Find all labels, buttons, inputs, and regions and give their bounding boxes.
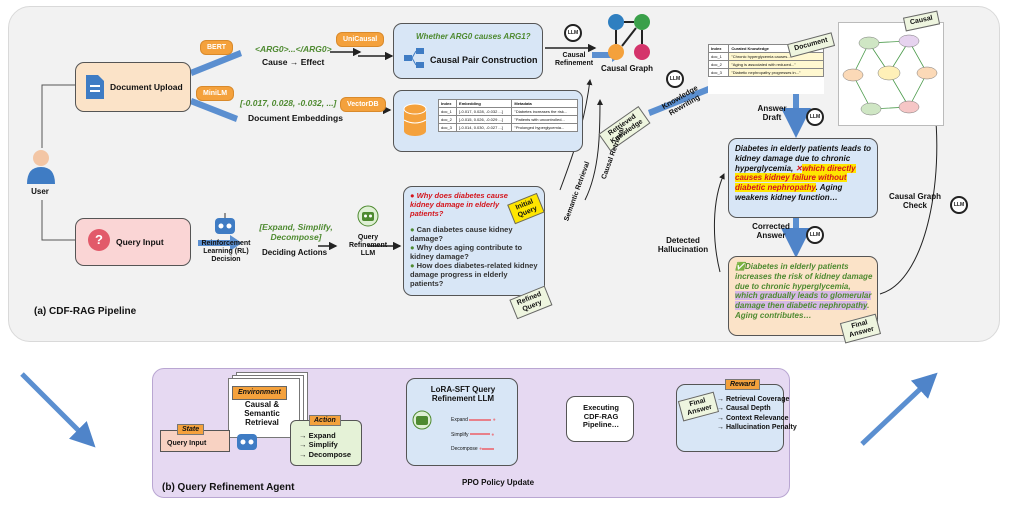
executing-label: Executing CDF-RAG Pipeline… bbox=[582, 403, 620, 430]
database-icon bbox=[403, 103, 427, 136]
table-row: doc_1[-0.017, 0.028, -0.032 ...]"Diabete… bbox=[437, 107, 578, 116]
bert-badge: BERT bbox=[200, 40, 234, 55]
pipeline-title: (a) CDF-RAG Pipeline bbox=[34, 306, 137, 317]
final-answer-box: ✅Diabetes in elderly patients increases … bbox=[728, 256, 878, 336]
causal-pair-label: Causal Pair Construction bbox=[430, 55, 538, 65]
causal-pair-box: Whether ARG0 causes ARG1? Causal Pair Co… bbox=[393, 23, 543, 79]
decompose-bar: Decompose ● bbox=[451, 442, 496, 457]
list-item: → Simplify bbox=[299, 440, 338, 450]
question-icon: ? bbox=[88, 229, 110, 251]
list-item: ● Why does aging contribute to kidney da… bbox=[410, 243, 523, 261]
action-bars: Expand ● Simplify ● Decompose ● bbox=[451, 413, 496, 457]
list-item: → Hallucination Penalty bbox=[717, 424, 797, 432]
expand-bar: Expand ● bbox=[451, 417, 496, 423]
deciding-actions-label: Deciding Actions bbox=[262, 248, 328, 257]
causal-graph-panel bbox=[838, 22, 944, 126]
action-box: Action → Expand → Simplify → Decompose bbox=[290, 415, 362, 466]
vectordb-badge: VectorDB bbox=[340, 97, 386, 112]
document-embeddings-label: Document Embeddings bbox=[248, 113, 343, 123]
list-item: ● How does diabetes-related kidney damag… bbox=[410, 261, 538, 288]
llm-icon: LLM bbox=[806, 226, 824, 244]
table-row: doc_3"Diabetic nephropathy progresses in… bbox=[707, 68, 824, 77]
graph-drawing bbox=[842, 34, 938, 116]
causal-refinement-label: Causal Refinement bbox=[554, 52, 594, 68]
blue-arrows bbox=[190, 48, 710, 251]
reward-tag: Reward bbox=[725, 379, 761, 390]
action-tag: Action bbox=[309, 415, 341, 426]
draft-answer-text: Diabetes in elderly patients leads to ki… bbox=[735, 144, 872, 202]
document-upload-label: Document Upload bbox=[110, 82, 183, 92]
lora-robot-icon bbox=[412, 410, 432, 430]
actions-text: [Expand, Simplify, Decompose] bbox=[259, 222, 333, 242]
environment-text: Causal & Semantic Retrieval bbox=[244, 400, 280, 428]
user-icon bbox=[24, 148, 58, 184]
whether-question: Whether ARG0 causes ARG1? bbox=[416, 32, 531, 41]
table-row: doc_2[-0.015, 0.026, -0.029 ...]"Patient… bbox=[437, 115, 578, 124]
list-item: → Retrieval Coverage bbox=[717, 396, 790, 403]
rl-decision-label: Reinforcement Learning (RL) Decision bbox=[201, 240, 251, 264]
llm-icon: LLM bbox=[666, 70, 684, 88]
state-text: Query Input bbox=[167, 440, 207, 447]
reward-box: Reward → Retrieval Coverage → Causal Dep… bbox=[676, 379, 797, 452]
embedding-values: [-0.017, 0.028, -0.032, ...] bbox=[240, 98, 337, 108]
detected-hallucination-label: Detected Hallucination bbox=[657, 236, 709, 255]
causal-graph-icon bbox=[608, 14, 650, 60]
corrected-answer-label: Corrected Answer bbox=[752, 222, 790, 241]
list-item: → Expand bbox=[299, 431, 336, 440]
agent-robot-icon bbox=[237, 434, 257, 450]
refined-questions: ● Can diabetes cause kidney damage? ● Wh… bbox=[410, 225, 540, 288]
answer-draft-box: Diabetes in elderly patients leads to ki… bbox=[728, 138, 878, 218]
query-input-label: Query Input bbox=[116, 237, 164, 247]
table-row: doc_3[-0.014, 0.030, -0.027 ...]"Prolong… bbox=[437, 123, 578, 132]
list-item: ● Can diabetes cause kidney damage? bbox=[410, 225, 513, 243]
executing-box: Executing CDF-RAG Pipeline… bbox=[566, 396, 634, 442]
environment-tag: Environment bbox=[232, 386, 287, 400]
reward-list: → Retrieval Coverage → Causal Depth → Co… bbox=[717, 395, 797, 433]
final-answer-text: ✅Diabetes in elderly patients increases … bbox=[735, 262, 873, 320]
llm-icon: LLM bbox=[950, 196, 968, 214]
list-item: → Context Relevance bbox=[717, 414, 789, 422]
table-row: doc_2"Aging is associated with reduced..… bbox=[707, 60, 824, 69]
causal-graph-check-label: Causal Graph Check bbox=[888, 192, 941, 211]
user-label: User bbox=[31, 187, 49, 196]
causal-graph-label: Causal Graph bbox=[600, 64, 653, 73]
query-input-box: ? Query Input bbox=[75, 218, 191, 266]
lora-llm-box: LoRA-SFT Query Refinement LLM Expand ● S… bbox=[406, 378, 518, 466]
arg-text: <ARG0>...</ARG0> bbox=[255, 44, 332, 54]
minilm-badge: MiniLM bbox=[196, 86, 235, 101]
llm-icon: LLM bbox=[806, 108, 824, 126]
document-icon bbox=[86, 75, 104, 99]
simplify-bar: Simplify ● bbox=[451, 431, 495, 438]
state-box: State Query Input bbox=[160, 424, 230, 452]
ppo-label: PPO Policy Update bbox=[462, 478, 535, 487]
answer-draft-label: Answer Draft bbox=[757, 104, 787, 123]
initial-question: ● Why does diabetes cause kidney damage … bbox=[410, 191, 508, 218]
llm-icon: LLM bbox=[564, 24, 582, 42]
list-item: → Decompose bbox=[299, 449, 352, 459]
agent-title: (b) Query Refinement Agent bbox=[162, 482, 295, 493]
lora-llm-label: LoRA-SFT Query Refinement LLM bbox=[430, 385, 496, 404]
robot-icon bbox=[215, 213, 235, 234]
state-tag: State bbox=[177, 424, 205, 435]
unicausal-badge: UniCausal bbox=[336, 32, 385, 47]
causal-pair-icon bbox=[404, 48, 424, 68]
refinement-robot-icon bbox=[357, 205, 379, 227]
cause-effect-label: Cause → Effect bbox=[262, 57, 325, 67]
document-upload-box: Document Upload bbox=[75, 62, 191, 112]
list-item: → Causal Depth bbox=[717, 405, 771, 413]
action-list: → Expand → Simplify → Decompose bbox=[299, 431, 351, 459]
table-row: doc_1"Chronic hyperglycemia causes..." bbox=[707, 52, 824, 61]
query-refinement-llm-label: Query Refinement LLM bbox=[348, 234, 388, 258]
